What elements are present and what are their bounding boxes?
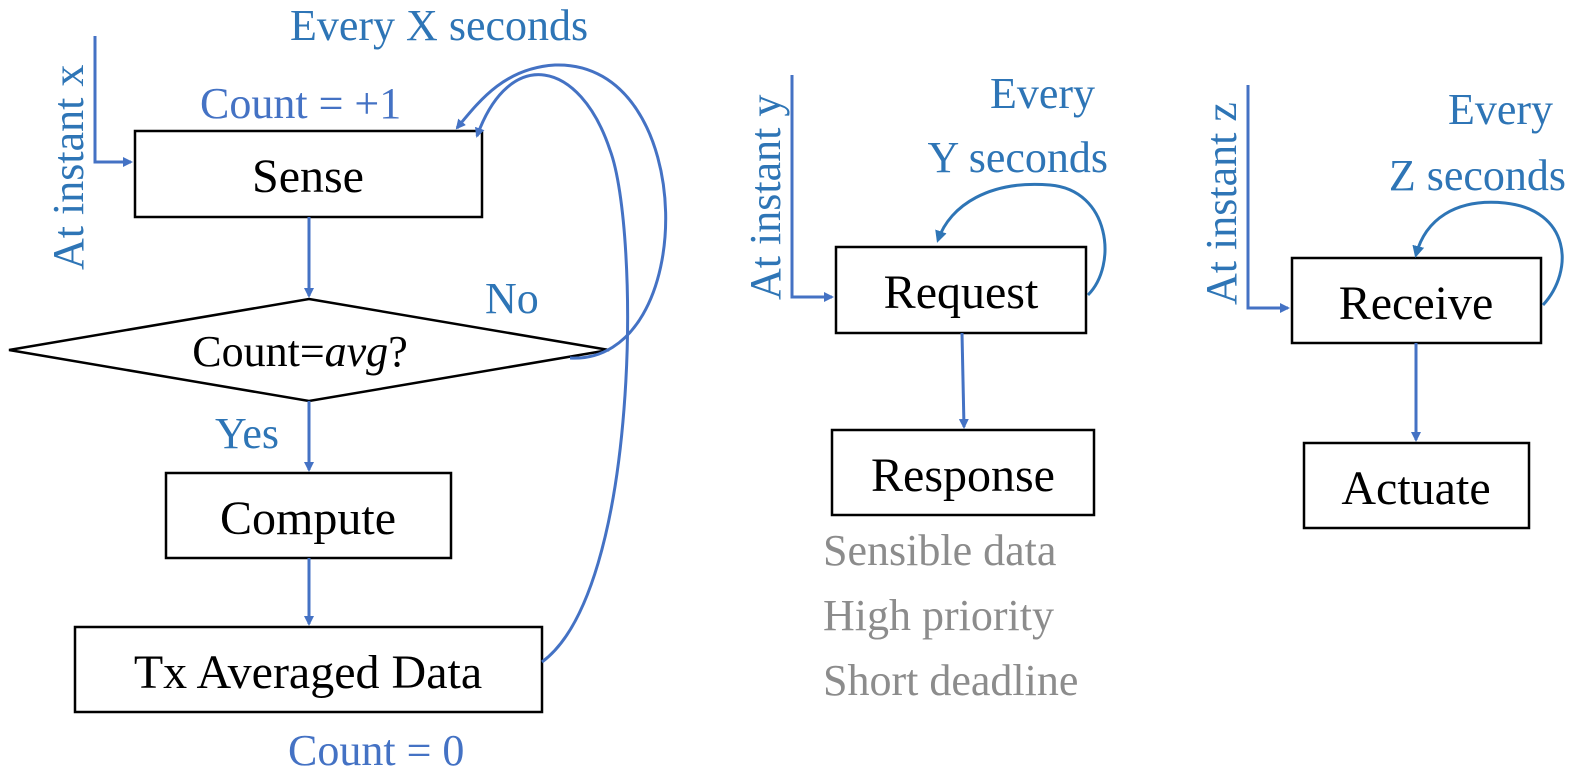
trigger-x-arrow [93,36,133,167]
trigger-y-label: At instant y [741,95,790,300]
actuate-label: Actuate [1341,462,1490,515]
note-high-priority: High priority [823,591,1054,640]
no-loop-arrow [455,63,668,360]
receive-loop-arrow [1412,200,1564,307]
note-short-deadline: Short deadline [823,656,1078,705]
sense-label: Sense [252,150,364,203]
trigger-z-label: At instant z [1197,102,1246,305]
compute-label: Compute [220,492,396,545]
note-sensible-data: Sensible data [823,526,1056,575]
count-reset-label: Count = 0 [288,726,464,773]
receive-label: Receive [1339,277,1494,330]
period-y-line2: Y seconds [928,133,1108,182]
actuate-box [1302,441,1531,530]
trigger-y-arrow [790,75,834,302]
response-label: Response [871,449,1055,502]
decision-label: Count=avg? [192,327,407,376]
flow-z: At instant z Every Z seconds Receive Act… [1197,85,1566,530]
request-label: Request [884,266,1039,319]
count-increment-label: Count = +1 [200,79,401,128]
request-to-response-arrow [958,332,969,429]
request-loop-arrow [935,182,1107,297]
decision-var: avg [325,327,389,376]
tx-box [73,625,544,714]
period-z-line2: Z seconds [1389,151,1566,200]
compute-box [164,471,453,560]
trigger-z-arrow [1246,85,1290,313]
tx-label: Tx Averaged Data [134,646,482,699]
response-box [830,428,1096,517]
tx-loop-arrow [475,73,630,664]
flow-y: At instant y Every Y seconds Request Res… [741,69,1108,705]
decision-suffix: ? [388,327,408,376]
no-label: No [485,274,539,323]
decision-prefix: Count= [192,327,324,376]
request-box [834,245,1088,335]
flow-x: At instant x Every X seconds Count = +1 … [8,1,668,773]
period-z-line1: Every [1448,85,1553,134]
trigger-x-label: At instant x [44,65,93,270]
period-y-line1: Every [990,69,1095,118]
period-x-label: Every X seconds [290,1,588,50]
receive-box [1290,256,1543,345]
yes-label: Yes [215,409,279,458]
sense-box [133,129,484,219]
